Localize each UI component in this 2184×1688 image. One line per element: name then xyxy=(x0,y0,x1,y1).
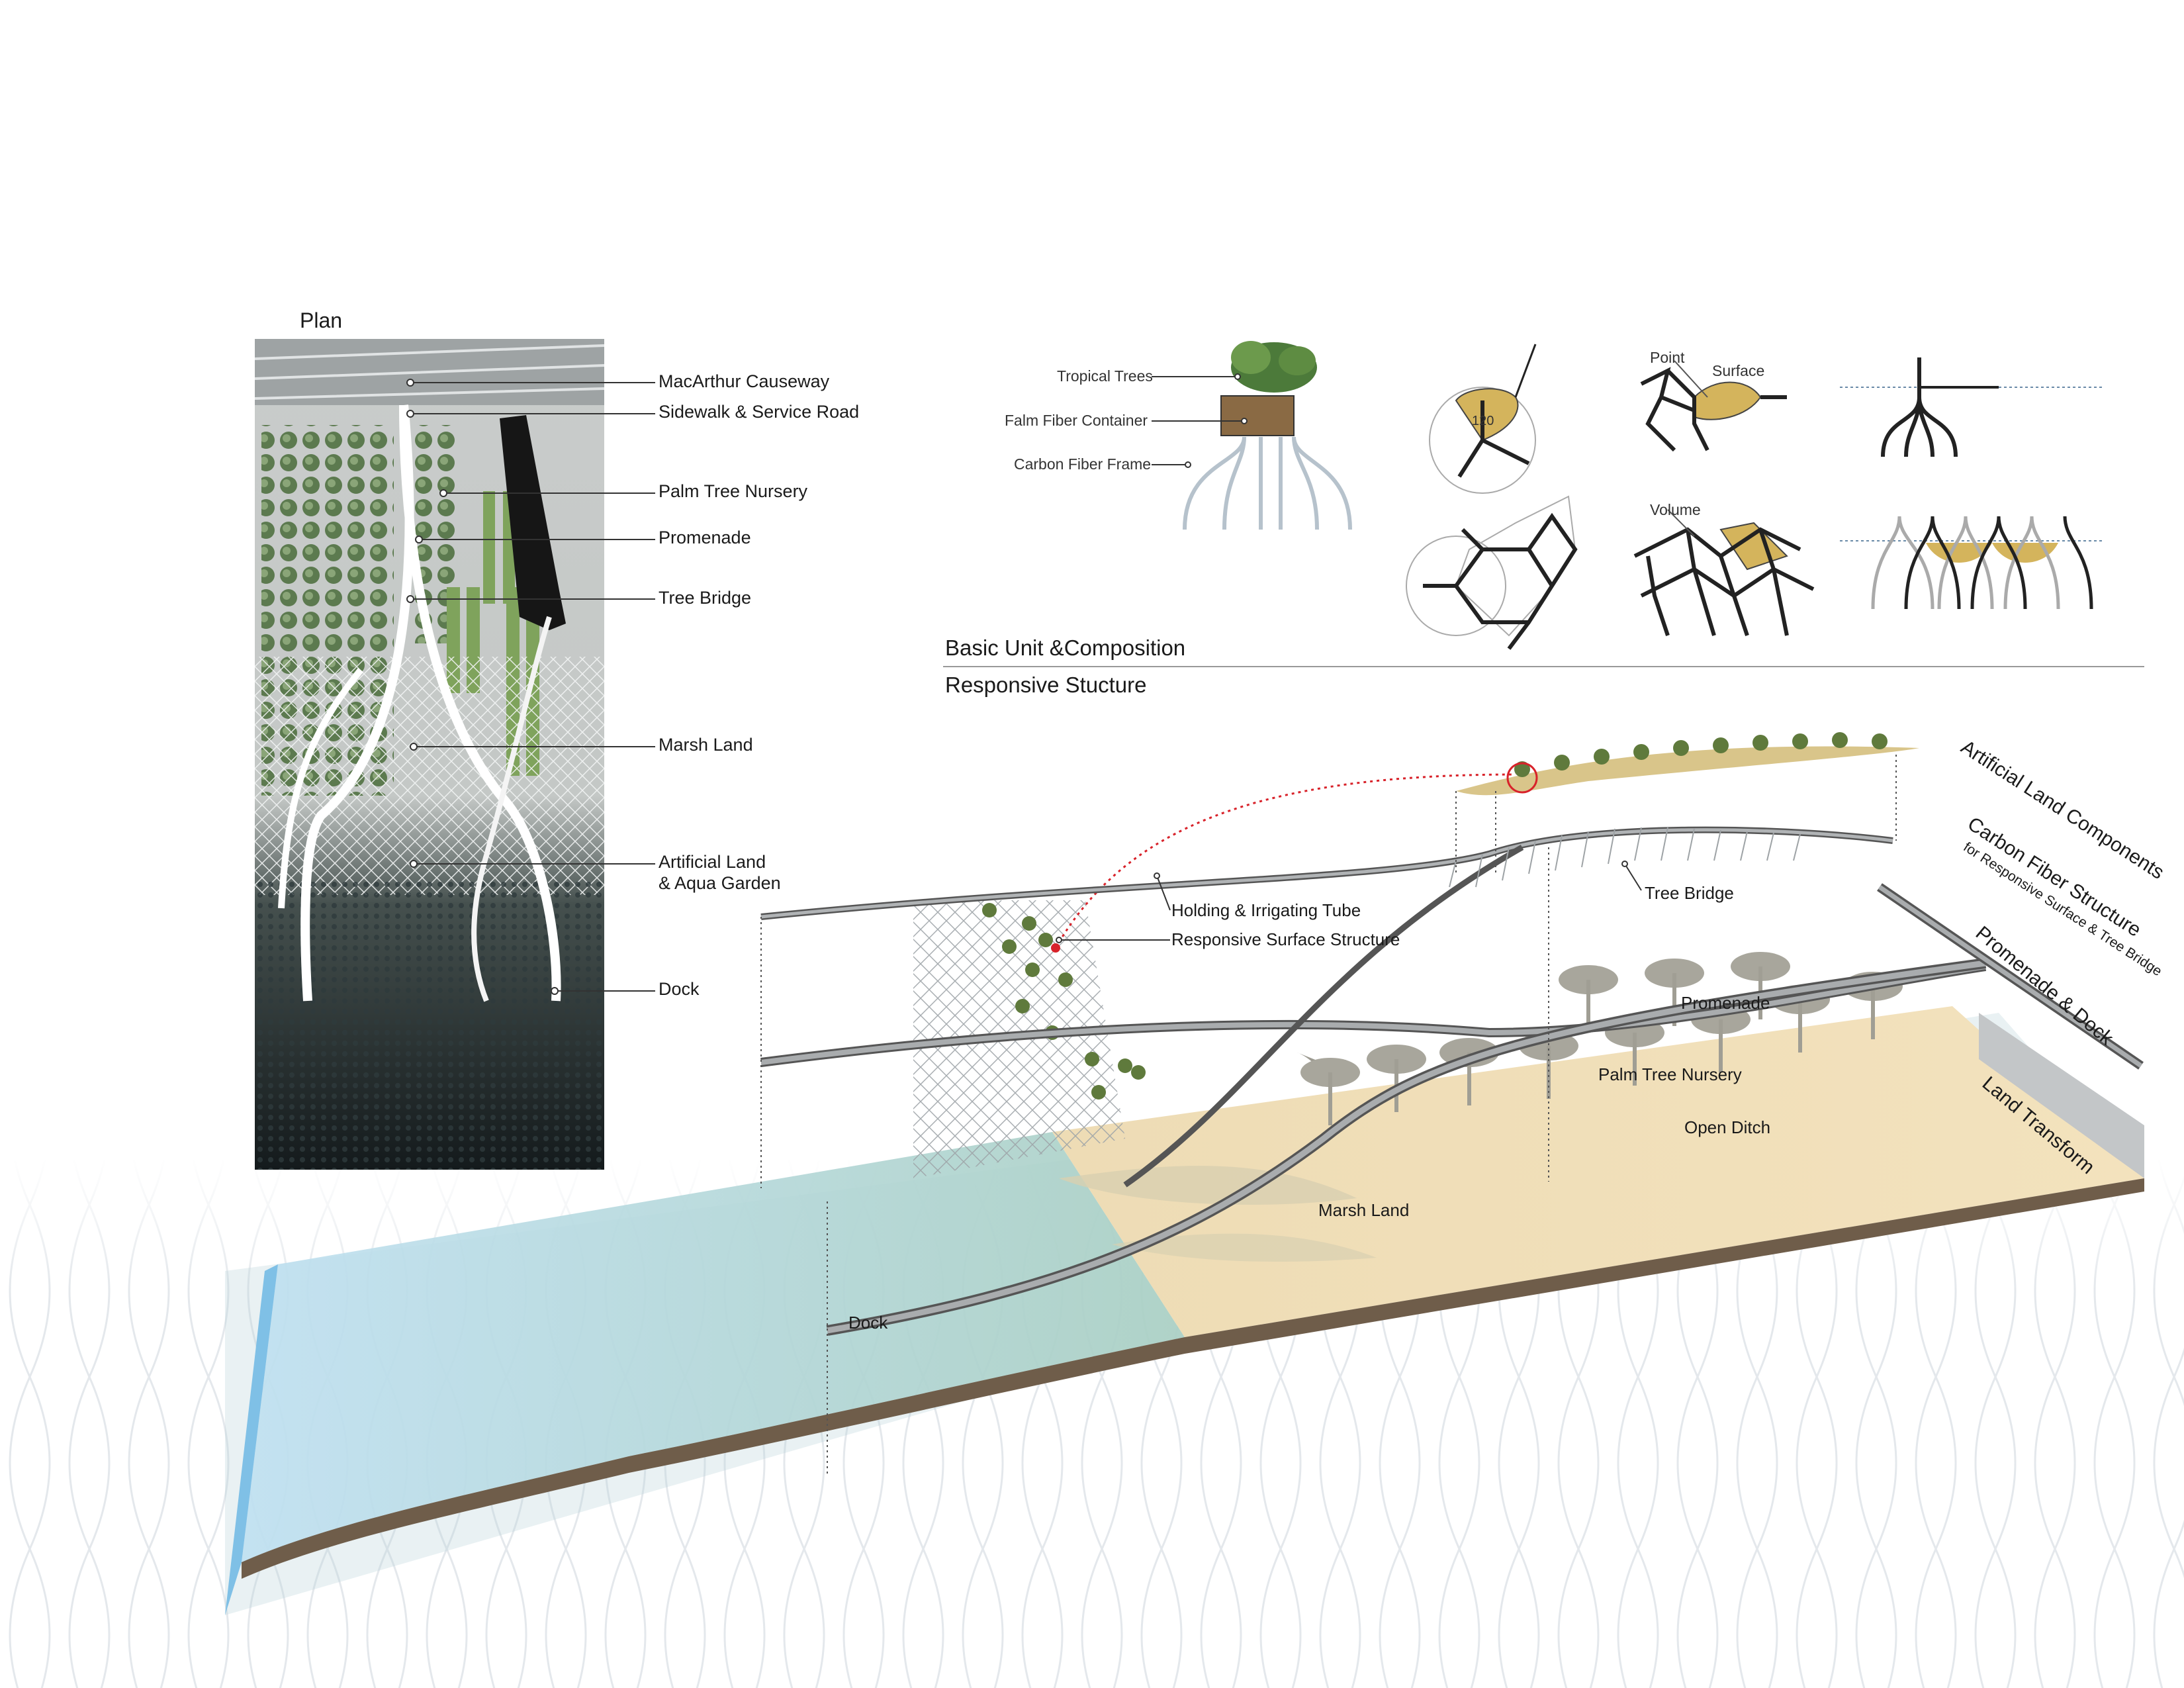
label-palm-tree-nursery-diagram: Palm Tree Nursery xyxy=(1598,1064,1742,1084)
label-promenade: Promenade xyxy=(659,528,751,547)
label-tree-bridge: Tree Bridge xyxy=(659,588,752,608)
label-surface: Surface xyxy=(1712,362,1765,379)
tropical-tree-unit xyxy=(1183,341,1352,530)
label-dock: Dock xyxy=(659,979,700,999)
volume-diagram xyxy=(1633,509,1815,636)
label-open-ditch: Open Ditch xyxy=(1684,1117,1771,1137)
fork-diagram-bottom xyxy=(1840,516,2105,610)
label-volume: Volume xyxy=(1650,501,1701,518)
label-marsh-land: Marsh Land xyxy=(659,735,753,755)
label-carbon-fiber-frame: Carbon Fiber Frame xyxy=(1014,455,1152,473)
label-aqua-garden: & Aqua Garden xyxy=(659,873,781,893)
label-macarthur-causeway: MacArthur Causeway xyxy=(659,371,830,391)
angle-cell-diagram xyxy=(1429,344,1537,494)
label-palm-tree-nursery: Palm Tree Nursery xyxy=(659,481,808,501)
label-marsh-land-diagram: Marsh Land xyxy=(1318,1200,1410,1220)
label-dock-diagram: Dock xyxy=(848,1313,888,1333)
label-artificial-land: Artificial Land xyxy=(659,852,766,872)
label-point: Point xyxy=(1650,349,1685,366)
plan-aerial-image xyxy=(255,339,604,1170)
plan-title: Plan xyxy=(300,308,343,332)
label-tropical-trees: Tropical Trees xyxy=(1057,367,1153,385)
section-title-responsive-structure: Responsive Stucture xyxy=(945,673,1147,697)
promenade-dock-layer xyxy=(760,883,2144,1336)
point-surface-diagram xyxy=(1640,360,1787,452)
triangle-composition-diagram xyxy=(1406,495,1578,650)
section-title-basic-unit: Basic Unit &Composition xyxy=(945,635,1186,660)
artificial-land-components xyxy=(1456,732,1919,796)
carbon-fiber-structure-layer xyxy=(760,826,1893,1188)
label-angle: 120 xyxy=(1472,414,1494,428)
land-transform-layer xyxy=(225,1006,2144,1615)
label-holding-irrigating-tube: Holding & Irrigating Tube xyxy=(1171,900,1361,920)
label-responsive-surface-structure: Responsive Surface Structure xyxy=(1171,929,1400,949)
label-tree-bridge-diagram: Tree Bridge xyxy=(1645,883,1734,903)
link-arc xyxy=(1054,773,1516,949)
label-promenade-diagram: Promenade xyxy=(1681,993,1770,1013)
label-sidewalk-service-road: Sidewalk & Service Road xyxy=(659,402,860,422)
fork-diagram-top xyxy=(1840,357,2105,457)
label-falm-fiber-container: Falm Fiber Container xyxy=(1005,412,1148,429)
